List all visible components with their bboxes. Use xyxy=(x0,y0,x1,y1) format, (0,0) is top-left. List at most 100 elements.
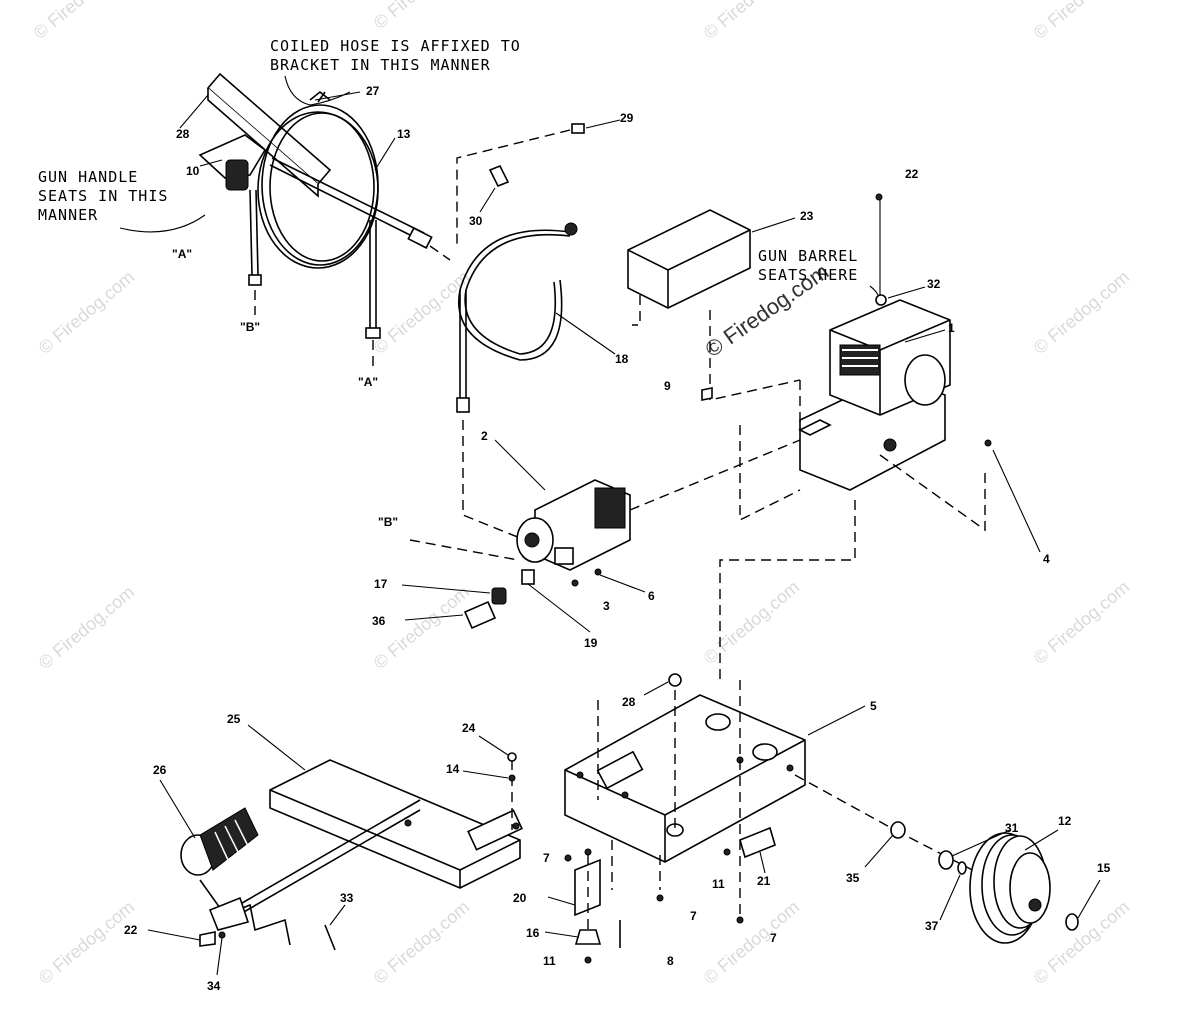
leader xyxy=(401,584,491,594)
washer-14 xyxy=(508,774,516,782)
axle-21 xyxy=(739,826,776,859)
handle-grip xyxy=(199,807,259,871)
wheel-hub xyxy=(1009,852,1051,924)
hose-bracket-assembly xyxy=(198,72,451,372)
gun-nozzle xyxy=(407,227,433,249)
pin-33 xyxy=(324,924,336,951)
gun-barrel xyxy=(269,164,421,241)
assembly-line xyxy=(879,454,986,532)
leader xyxy=(759,851,766,874)
spray-gun xyxy=(198,134,267,179)
hose-end xyxy=(317,91,326,103)
hose-bracket-side xyxy=(207,88,319,198)
leader xyxy=(147,929,201,941)
callout-25: 25 xyxy=(227,712,241,726)
hose-18 xyxy=(458,229,571,361)
watermark: © Firedog.com xyxy=(370,0,473,33)
bolt-22 xyxy=(199,931,216,947)
hub-cap-15 xyxy=(1065,913,1079,931)
callout-29: 29 xyxy=(620,111,634,125)
pump-outlet xyxy=(554,547,574,565)
callout-22a: 22 xyxy=(905,167,919,181)
handle-assembly xyxy=(180,752,523,951)
leader xyxy=(939,874,961,921)
clip-32 xyxy=(875,294,887,306)
ref-label-b: "B" xyxy=(240,320,260,334)
wheel-axle-hole xyxy=(1028,898,1042,912)
coiled-hose xyxy=(269,112,375,262)
rubber-foot xyxy=(574,929,602,945)
callout-3: 3 xyxy=(603,599,610,613)
callout-15: 15 xyxy=(1097,861,1111,875)
screw-9 xyxy=(701,387,713,401)
pump-port xyxy=(524,532,540,548)
watermark: © Firedog.com xyxy=(35,582,138,673)
callout-1: 1 xyxy=(948,321,955,335)
hole xyxy=(786,764,794,772)
leader xyxy=(199,159,223,167)
leader xyxy=(216,937,223,976)
callout-9: 9 xyxy=(664,379,671,393)
grip-ridge xyxy=(214,831,229,861)
callout-11a: 11 xyxy=(712,877,725,891)
callout-13: 13 xyxy=(397,127,411,141)
callout-7b: 7 xyxy=(690,909,697,923)
leader xyxy=(887,286,926,299)
note-coiled-hose-line2: BRACKET IN THIS MANNER xyxy=(270,56,491,74)
fitting-29 xyxy=(571,123,585,134)
hose-bracket xyxy=(206,72,332,186)
washer-34 xyxy=(218,931,226,939)
spray-gun-handle xyxy=(225,159,249,191)
watermark: © Firedog.com xyxy=(35,267,138,358)
watermark: © Firedog.com xyxy=(370,897,473,988)
handle-rail xyxy=(229,799,421,911)
leader xyxy=(992,449,1041,553)
gun-barrel xyxy=(271,157,425,234)
grip-ridge xyxy=(234,819,249,847)
callout-22b: 22 xyxy=(124,923,138,937)
leader xyxy=(807,705,866,736)
gun-fitting xyxy=(248,274,262,286)
leader xyxy=(314,91,361,101)
handle-hole xyxy=(512,822,520,830)
gun-hose-lead xyxy=(249,189,253,276)
fitting-30 xyxy=(488,164,510,188)
callout-numbers: 1 2 3 4 5 6 7 7 7 8 9 10 11 11 12 13 14 … xyxy=(124,84,1111,993)
leader xyxy=(479,187,496,213)
assembly-notes: COILED HOSE IS AFFIXED TO BRACKET IN THI… xyxy=(38,37,881,529)
note-gun-handle-line1: GUN HANDLE xyxy=(38,168,138,186)
gun-hose-lead xyxy=(255,189,259,276)
callout-20: 20 xyxy=(513,891,527,905)
coiled-hose xyxy=(261,104,379,266)
callout-4: 4 xyxy=(1043,552,1050,566)
engine-drain xyxy=(883,438,897,452)
washer-37 xyxy=(957,861,967,875)
hose-18-fitting xyxy=(456,397,470,413)
watermark: © Firedog.com xyxy=(700,897,803,988)
callout-31: 31 xyxy=(1005,821,1019,835)
washer-3 xyxy=(571,579,579,587)
leader xyxy=(547,896,576,906)
bolt-24 xyxy=(507,752,517,762)
leader xyxy=(329,904,346,926)
watermark: © Firedog.com xyxy=(1030,267,1133,358)
watermark: © Firedog.com xyxy=(1030,0,1133,43)
callout-18: 18 xyxy=(615,352,629,366)
note-gun-handle-line3: MANNER xyxy=(38,206,98,224)
note-leader xyxy=(119,214,206,233)
callout-35: 35 xyxy=(846,871,860,885)
callout-7a: 7 xyxy=(543,851,550,865)
screw-6 xyxy=(594,568,602,576)
callout-5: 5 xyxy=(870,699,877,713)
watermark: © Firedog.com xyxy=(370,267,473,358)
hose-end xyxy=(309,90,331,101)
callout-24: 24 xyxy=(462,721,476,735)
hole xyxy=(576,771,584,779)
callout-2: 2 xyxy=(481,429,488,443)
high-pressure-hose-assembly xyxy=(456,123,585,541)
spacer-31 xyxy=(938,850,954,870)
callout-27: 27 xyxy=(366,84,380,98)
note-gun-barrel-line1: GUN BARREL xyxy=(758,247,858,265)
